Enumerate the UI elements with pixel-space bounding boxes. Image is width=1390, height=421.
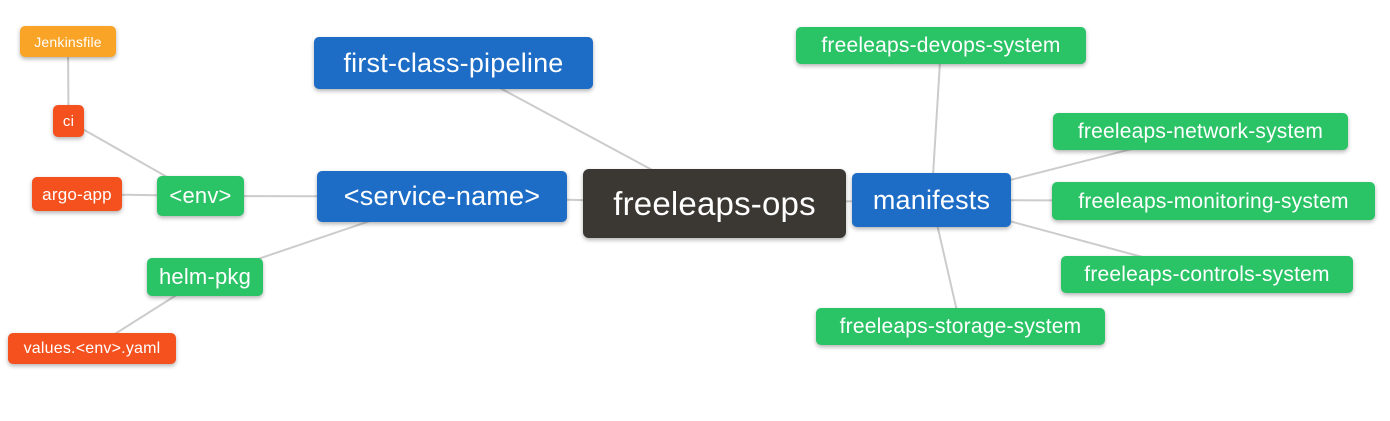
node-manifests[interactable]: manifests <box>852 173 1011 227</box>
node-label: freeleaps-monitoring-system <box>1078 189 1349 213</box>
node-label: <service-name> <box>343 181 541 211</box>
node-label: values.<env>.yaml <box>23 339 161 357</box>
node-label: argo-app <box>42 184 112 204</box>
node-jenkinsfile[interactable]: Jenkinsfile <box>20 26 116 57</box>
node-first-class-pipeline[interactable]: first-class-pipeline <box>314 37 593 89</box>
node-label: first-class-pipeline <box>343 47 564 78</box>
node-label: manifests <box>872 184 991 215</box>
node-env[interactable]: <env> <box>157 176 244 216</box>
node-argo-app[interactable]: argo-app <box>32 177 122 211</box>
node-label: <env> <box>169 183 232 208</box>
node-freeleaps-devops-system[interactable]: freeleaps-devops-system <box>796 27 1086 64</box>
node-label: freeleaps-storage-system <box>839 315 1082 338</box>
node-freeleaps-controls-system[interactable]: freeleaps-controls-system <box>1061 256 1353 293</box>
node-label: freeleaps-network-system <box>1077 120 1324 143</box>
node-label: ci <box>62 112 75 130</box>
node-label: freeleaps-controls-system <box>1084 263 1330 286</box>
node-ci[interactable]: ci <box>53 105 84 137</box>
node-label: freeleaps-devops-system <box>821 34 1061 57</box>
node-freeleaps-monitoring-system[interactable]: freeleaps-monitoring-system <box>1052 182 1375 220</box>
node-label: Jenkinsfile <box>34 33 102 50</box>
node-service-name[interactable]: <service-name> <box>317 171 567 222</box>
node-helm-pkg[interactable]: helm-pkg <box>147 258 263 296</box>
node-freeleaps-ops[interactable]: freeleaps-ops <box>583 169 846 238</box>
node-freeleaps-network-system[interactable]: freeleaps-network-system <box>1053 113 1348 150</box>
node-label: helm-pkg <box>158 264 252 289</box>
node-label: freeleaps-ops <box>613 185 816 222</box>
node-freeleaps-storage-system[interactable]: freeleaps-storage-system <box>816 308 1105 345</box>
node-values-env-yaml[interactable]: values.<env>.yaml <box>8 333 176 364</box>
